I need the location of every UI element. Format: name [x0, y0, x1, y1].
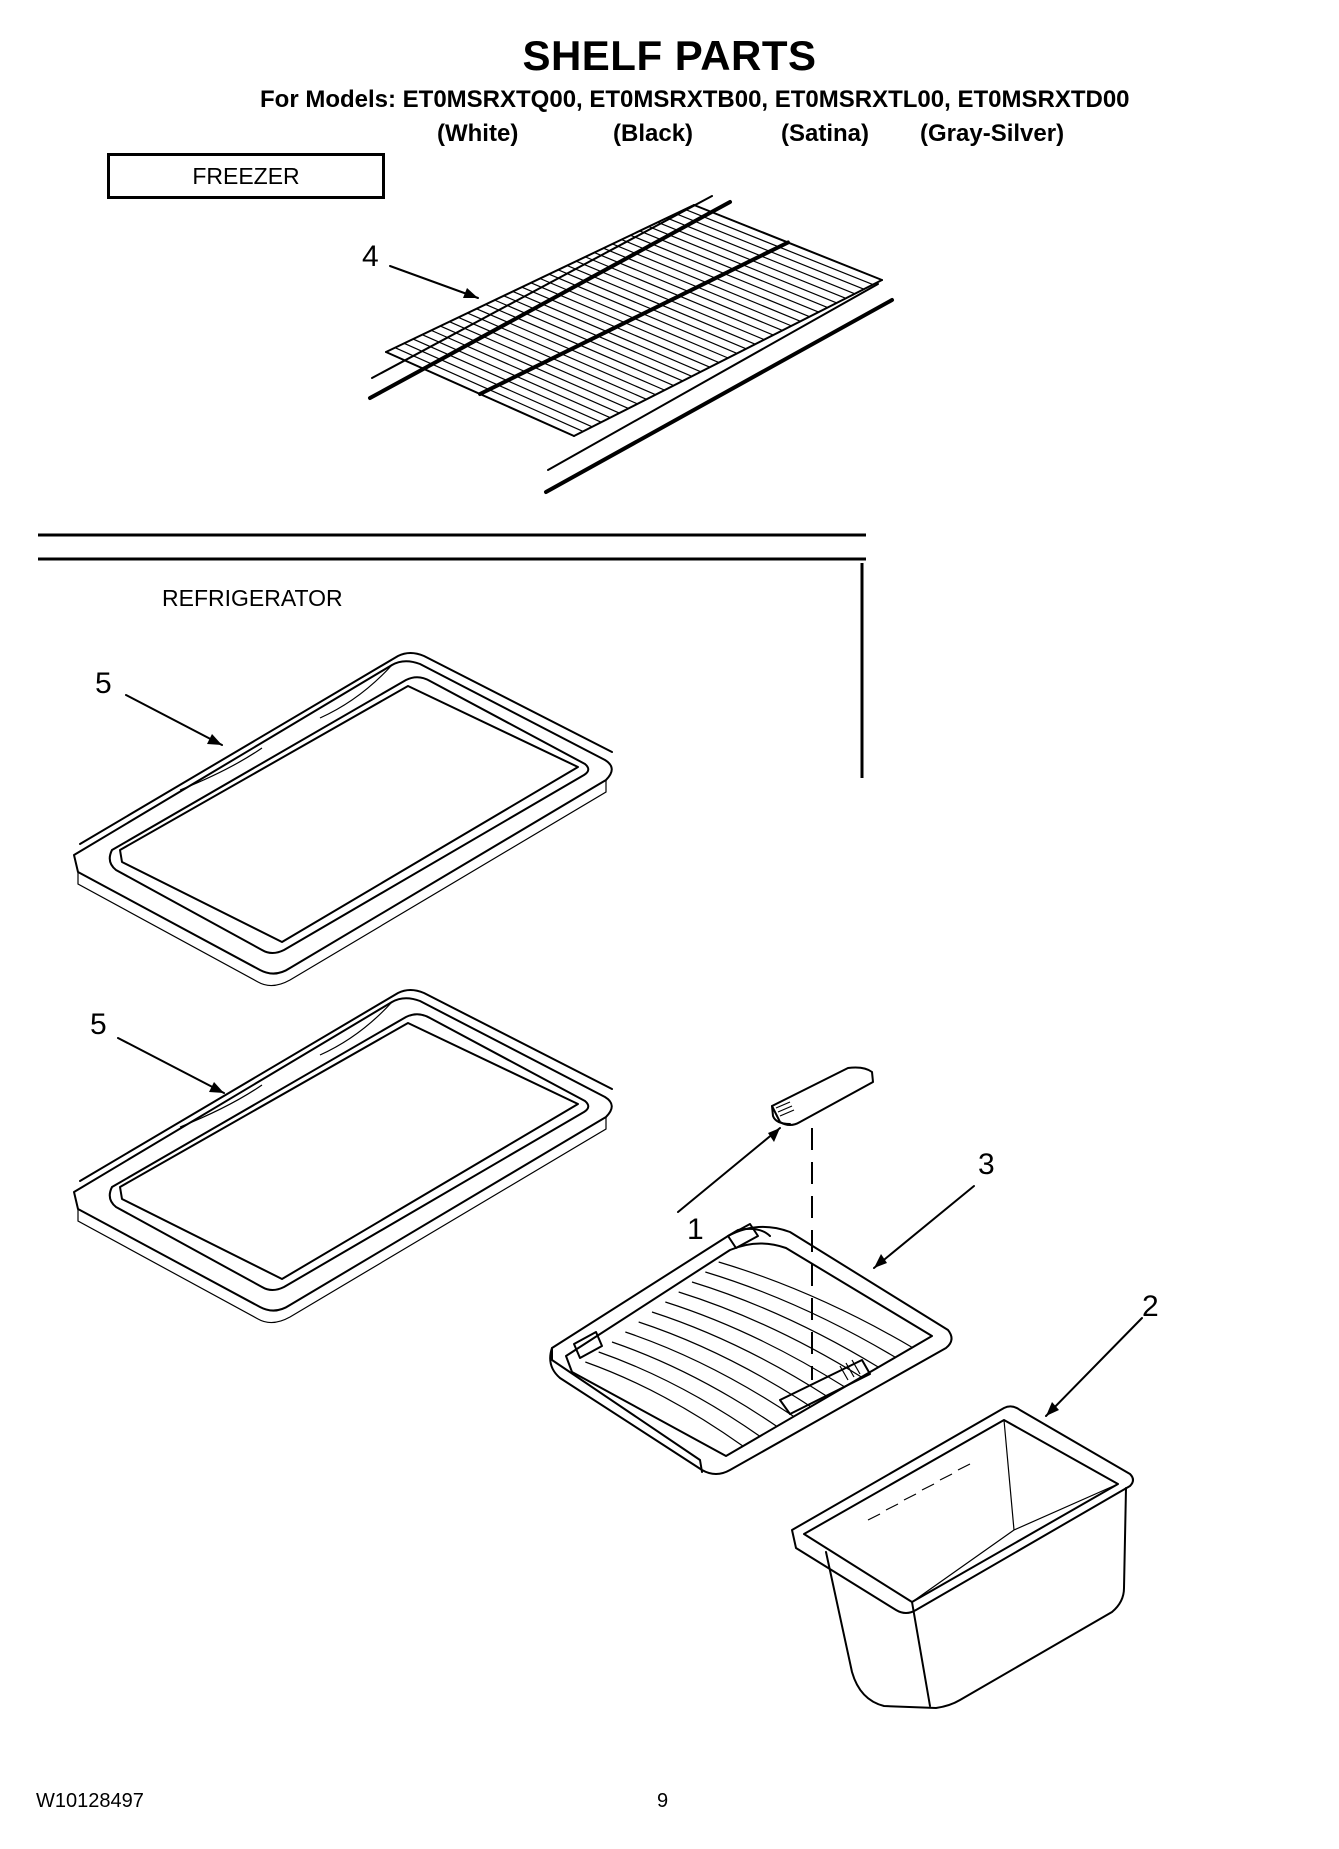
- crisper-drawer-drawing: [791, 1405, 1134, 1709]
- crisper-cover-drawing: [549, 1223, 953, 1475]
- wire-shelf-arrowhead: [463, 288, 478, 298]
- slide-control-drawing: [771, 1066, 874, 1126]
- glass-shelf-lower-drawing: [73, 989, 613, 1324]
- glass-shelf-lower-arrowhead: [209, 1082, 224, 1093]
- color-label-gray-silver: (Gray-Silver): [920, 120, 1065, 147]
- freezer-section-label: FREEZER: [107, 153, 385, 199]
- section-divider: [38, 533, 866, 778]
- slide-control-arrowhead: [768, 1128, 780, 1142]
- callout-glass-shelf-upper: 5: [95, 667, 112, 700]
- crisper-drawer-leader: [1045, 1317, 1143, 1417]
- document-number: W10128497: [36, 1790, 144, 1812]
- page-title: SHELF PARTS: [522, 32, 817, 79]
- color-label-black: (Black): [613, 120, 694, 147]
- callout-wire-shelf: 4: [362, 240, 379, 273]
- color-label-white: (White): [437, 120, 519, 147]
- slide-control-leader: [677, 1127, 781, 1213]
- wire-shelf-leader: [389, 265, 479, 299]
- callout-crisper-drawer: 2: [1142, 1290, 1159, 1323]
- models-line: For Models: ET0MSRXTQ00, ET0MSRXTB00, ET…: [260, 86, 1130, 113]
- callout-crisper-cover: 3: [978, 1148, 995, 1181]
- glass-shelf-upper-arrowhead: [207, 734, 222, 745]
- crisper-drawer-arrowhead: [1046, 1402, 1059, 1416]
- page-number: 9: [657, 1790, 669, 1812]
- crisper-cover-arrowhead: [874, 1254, 887, 1268]
- refrigerator-section-label: REFRIGERATOR: [162, 585, 343, 611]
- glass-shelf-upper-leader: [125, 694, 223, 746]
- glass-shelf-upper-drawing: [73, 652, 613, 987]
- callout-slide-control: 1: [687, 1213, 704, 1246]
- glass-shelf-lower-leader: [117, 1037, 225, 1094]
- color-label-satina: (Satina): [781, 120, 870, 147]
- callout-glass-shelf-lower: 5: [90, 1008, 107, 1041]
- wire-shelf-drawing: [368, 195, 894, 494]
- crisper-cover-leader: [873, 1185, 975, 1269]
